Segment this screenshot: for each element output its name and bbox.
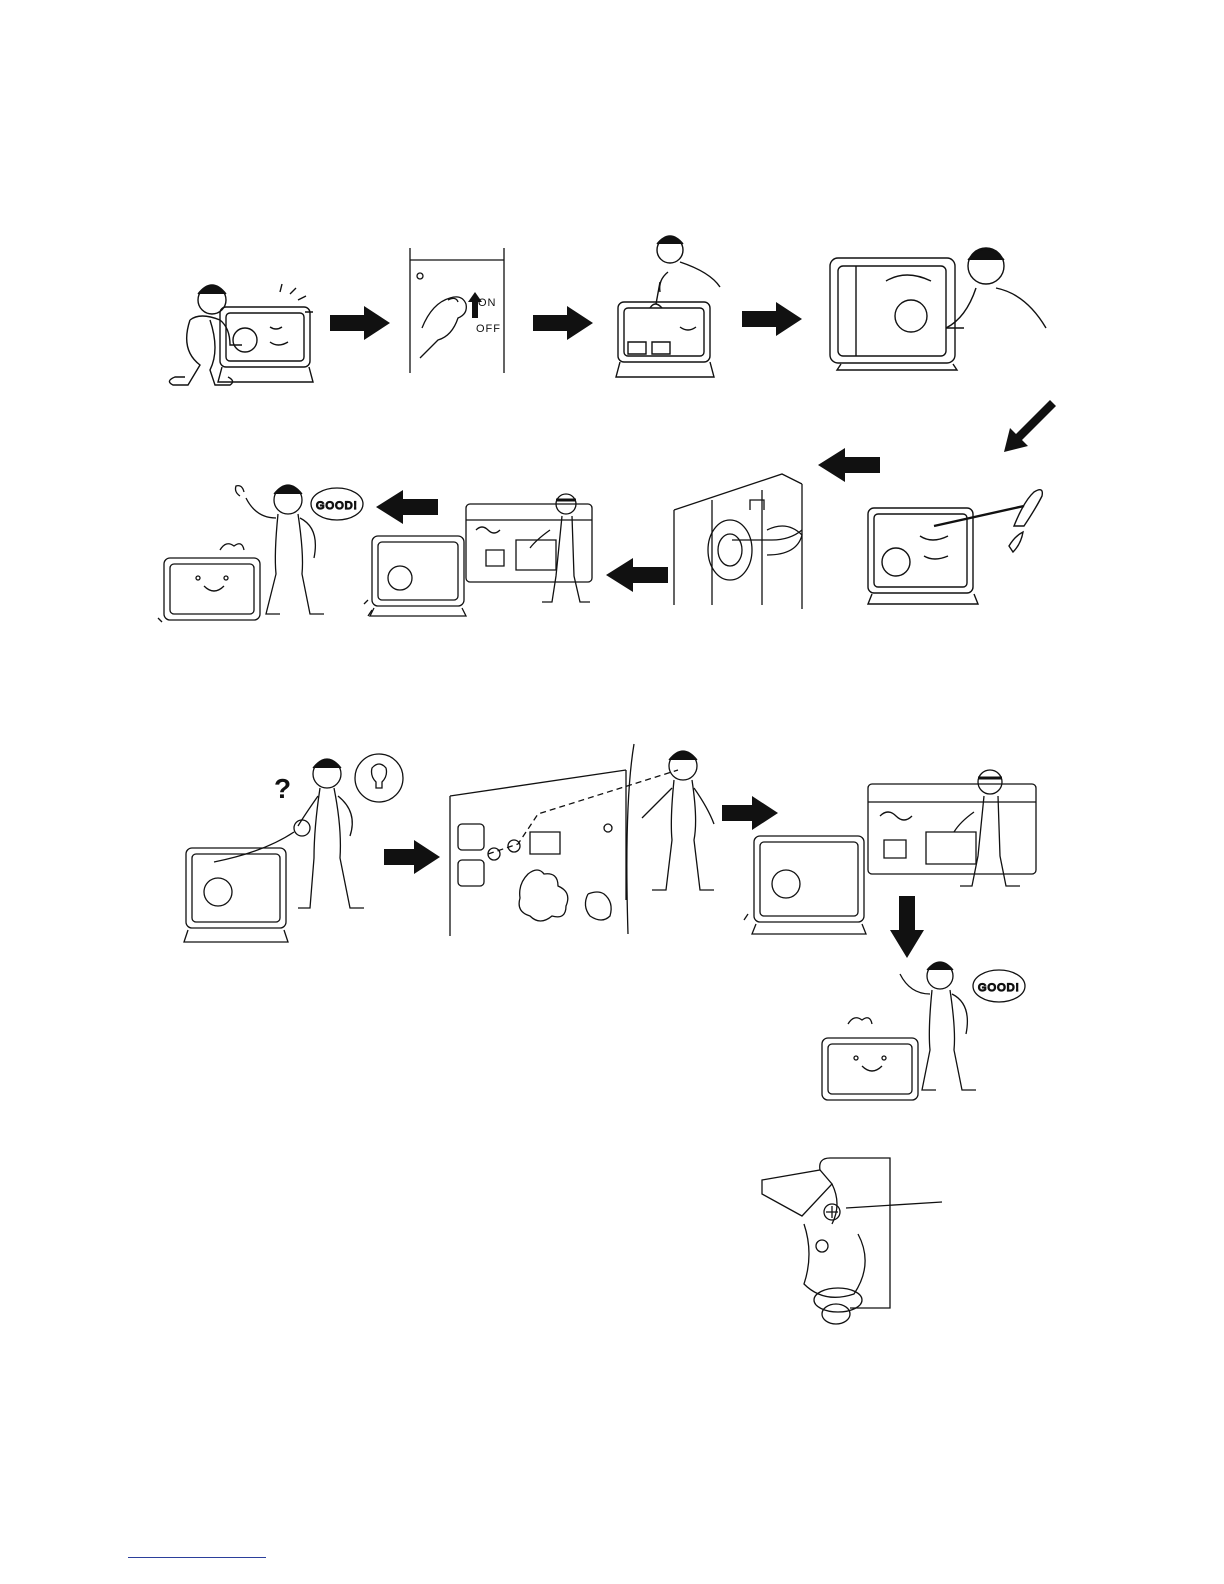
flow-arrow-down-left (1000, 396, 1060, 461)
speech-good-2: GOOD! (978, 982, 1020, 994)
footer-link-underline[interactable] (128, 1557, 266, 1558)
flow-arrow-left-1 (818, 448, 880, 487)
flow-arrow-right-3 (742, 302, 802, 341)
panel-ground-terminal (760, 1154, 945, 1334)
reset-breaker-illustration (448, 744, 708, 934)
switch-illustration: ON OFF (404, 248, 514, 378)
panel-check-generator (160, 272, 330, 397)
flow-arrow-left-2 (606, 558, 668, 597)
flow-arrow-left-3 (376, 490, 438, 529)
panel-check-oil (826, 236, 1051, 376)
check-generator-illustration (160, 272, 330, 397)
panel-good-1: GOOD! (160, 478, 365, 628)
ground-terminal-illustration (760, 1154, 945, 1334)
speech-good-1: GOOD! (316, 500, 358, 512)
good-illustration-1: GOOD! (160, 478, 365, 628)
good-illustration-2: GOOD! (818, 958, 1030, 1116)
flow-arrow-right-4 (384, 840, 440, 879)
question-mark: ? (274, 773, 291, 804)
lightbulb-icon (372, 764, 387, 788)
spark-illustration (864, 486, 1054, 611)
check-fuel-illustration (600, 232, 730, 382)
panel-good-2: GOOD! (818, 958, 1030, 1116)
panel-switch: ON OFF (404, 248, 514, 378)
switch-off-label: OFF (476, 323, 501, 335)
panel-no-power: ? (182, 752, 412, 948)
panel-reset-breaker (448, 744, 708, 934)
switch-on-label: ON (478, 297, 497, 309)
panel-spark (864, 486, 1054, 611)
no-power-illustration: ? (182, 752, 412, 948)
flow-arrow-right-1 (330, 306, 390, 345)
check-oil-illustration (826, 236, 1051, 376)
start-illustration (672, 470, 807, 610)
flow-arrow-right-2 (533, 306, 593, 345)
panel-start (672, 470, 807, 610)
flow-arrow-down (890, 896, 924, 963)
panel-check-fuel (600, 232, 730, 382)
